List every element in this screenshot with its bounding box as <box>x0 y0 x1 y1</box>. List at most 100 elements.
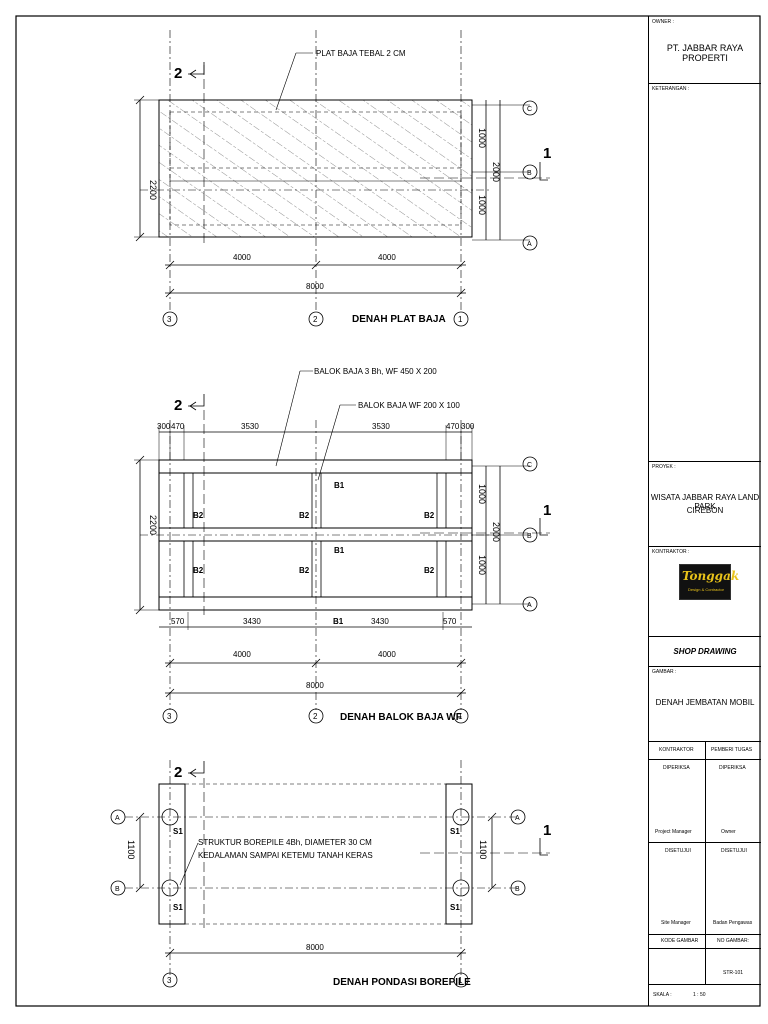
no-label: NO GAMBAR: <box>717 938 749 944</box>
plan2-dim-right-bottom: 1000 <box>477 555 487 575</box>
beam-label: B2 <box>193 566 204 575</box>
pile-label: S1 <box>450 827 460 836</box>
notes-cell: KETERANGAN : <box>649 83 761 462</box>
plan3-title: DENAH PONDASI BOREPILE <box>333 977 471 988</box>
main-beam-mid <box>158 527 473 542</box>
scale-value: 1 : 50 <box>693 992 706 998</box>
drawing-title: DENAH JEMBATAN MOBIL <box>655 698 755 707</box>
scale-label: SKALA : <box>653 992 672 998</box>
plan3-note-line2: KEDALAMAN SAMPAI KETEMU TANAH KERAS <box>198 851 373 860</box>
project-cell: PROYEK : WISATA JABBAR RAYA LAND PARK CI… <box>649 461 761 547</box>
plan1-grid-b: B <box>527 170 532 177</box>
divider <box>705 741 706 984</box>
plan2-dim-right-total: 2000 <box>491 522 501 542</box>
plan1-note-plate: PLAT BAJA TEBAL 2 CM <box>316 49 406 58</box>
main-beam-top <box>158 459 473 474</box>
pile-label: S1 <box>173 903 183 912</box>
checked-right: DIPERIKSA <box>719 765 746 771</box>
beam-label: B2 <box>424 566 435 575</box>
plan1-dim-height: 2200 <box>148 180 158 200</box>
beam-label: B1 <box>334 546 345 555</box>
plan1-dim-right-total: 2000 <box>491 162 501 182</box>
plan1-axis-3: 3 <box>167 315 172 324</box>
plan2-dim-span-left: 4000 <box>233 650 251 659</box>
plan1-axis-1: 1 <box>458 315 463 324</box>
title-block: OWNER : PT. JABBAR RAYA PROPERTI KETERAN… <box>648 16 761 1006</box>
project-line2: CIREBON <box>686 506 724 515</box>
owner-cell: OWNER : PT. JABBAR RAYA PROPERTI <box>649 16 761 84</box>
plan1-section-2: 2 <box>174 65 182 82</box>
plan-pondasi <box>110 760 550 988</box>
steel-plate <box>158 99 473 238</box>
plan2-dim-top-0: 300 <box>157 422 171 431</box>
beam-label: B2 <box>299 511 310 520</box>
contractor-logo: Tonggak Design & Contractor <box>679 564 739 600</box>
approved-left: DISETUJUI <box>665 848 691 854</box>
plan3-axis-3: 3 <box>167 976 172 985</box>
pile-label: S1 <box>450 903 460 912</box>
code-label: KODE GAMBAR <box>661 938 699 944</box>
scale-cell: SKALA : 1 : 50 <box>649 984 761 1006</box>
beam-label: B2 <box>424 511 435 520</box>
pile-label: S1 <box>173 827 183 836</box>
code-value-cell: STR-101 <box>649 948 761 985</box>
drawing-label: GAMBAR : <box>652 669 677 675</box>
plan-plat-baja <box>134 30 550 327</box>
plan2-dim-bottom-3: 3430 <box>371 617 389 626</box>
supervisor-sign: Badan Pengawas <box>713 920 753 926</box>
plan2-dim-bottom-0: 570 <box>171 617 185 626</box>
owner-name: PT. JABBAR RAYA PROPERTI <box>666 43 744 63</box>
owner-label: OWNER : <box>652 19 674 25</box>
pm-sign: Project Manager <box>655 829 692 835</box>
logo-text: Tonggak <box>682 569 740 583</box>
col-contractor: KONTRAKTOR <box>659 747 694 753</box>
plan2-note-main-beam: BALOK BAJA 3 Bh, WF 450 X 200 <box>314 367 437 376</box>
drawing-cell: GAMBAR : DENAH JEMBATAN MOBIL <box>649 666 761 742</box>
plan3-section-1: 1 <box>543 822 551 839</box>
plan3-dim-right: 1100 <box>478 840 488 859</box>
plan3-axis-1: 1 <box>458 976 463 985</box>
site-manager-sign: Site Manager <box>661 920 691 926</box>
shop-drawing-cell: SHOP DRAWING <box>649 636 761 667</box>
notes-label: KETERANGAN : <box>652 86 690 92</box>
owner-sign: Owner <box>721 829 736 835</box>
main-beam-bottom <box>158 596 473 611</box>
beam-label: B1 <box>334 481 345 490</box>
plan1-dim-right-bottom: 1000 <box>477 195 487 215</box>
plan2-section-2: 2 <box>174 397 182 414</box>
plan1-grid-c: C <box>527 106 532 113</box>
plan1-axis-2: 2 <box>313 315 318 324</box>
no-value: STR-101 <box>723 970 744 976</box>
plan2-axis-3: 3 <box>167 712 172 721</box>
plan3-grid-a: A <box>115 815 120 822</box>
sheet-border <box>15 15 761 1007</box>
col-client: PEMBERI TUGAS <box>711 747 753 753</box>
shop-drawing: SHOP DRAWING <box>673 647 737 656</box>
plan2-axis-2: 2 <box>313 712 318 721</box>
plan2-grid-c: C <box>527 462 532 469</box>
plan1-dim-span-left: 4000 <box>233 253 251 262</box>
plan2-dim-top-5: 300 <box>461 422 475 431</box>
plan1-section-1: 1 <box>543 145 551 162</box>
beam-label: B2 <box>299 566 310 575</box>
plan3-note-line1: STRUKTUR BOREPILE 4Bh, DIAMETER 30 CM <box>198 838 372 847</box>
contractor-label: KONTRAKTOR : <box>652 549 690 555</box>
plan2-dim-span-right: 4000 <box>378 650 396 659</box>
contractor-cell: KONTRAKTOR : Tonggak Design & Contractor <box>649 546 761 637</box>
plan3-dim-total: 8000 <box>306 943 324 952</box>
plan2-dim-bottom-1: 3430 <box>243 617 261 626</box>
plan2-note-sec-beam: BALOK BAJA WF 200 X 100 <box>358 401 460 410</box>
plan2-dim-bottom-4: 570 <box>443 617 457 626</box>
approved-right: DISETUJUI <box>721 848 747 854</box>
plan1-dim-span-right: 4000 <box>378 253 396 262</box>
plan1-dim-right-top: 1000 <box>477 128 487 148</box>
beam-label: B2 <box>193 511 204 520</box>
plan2-dim-bottom-2: B1 <box>333 617 344 626</box>
project-line1: WISATA JABBAR RAYA LAND PARK <box>650 493 760 511</box>
plan2-dim-top-1: 470 <box>171 422 185 431</box>
plan3-grid-b-right: B <box>515 886 520 893</box>
plan3-grid-a-right: A <box>515 815 520 822</box>
plan2-axis-1: 1 <box>458 712 463 721</box>
plan3-dim-left: 1100 <box>126 840 136 859</box>
